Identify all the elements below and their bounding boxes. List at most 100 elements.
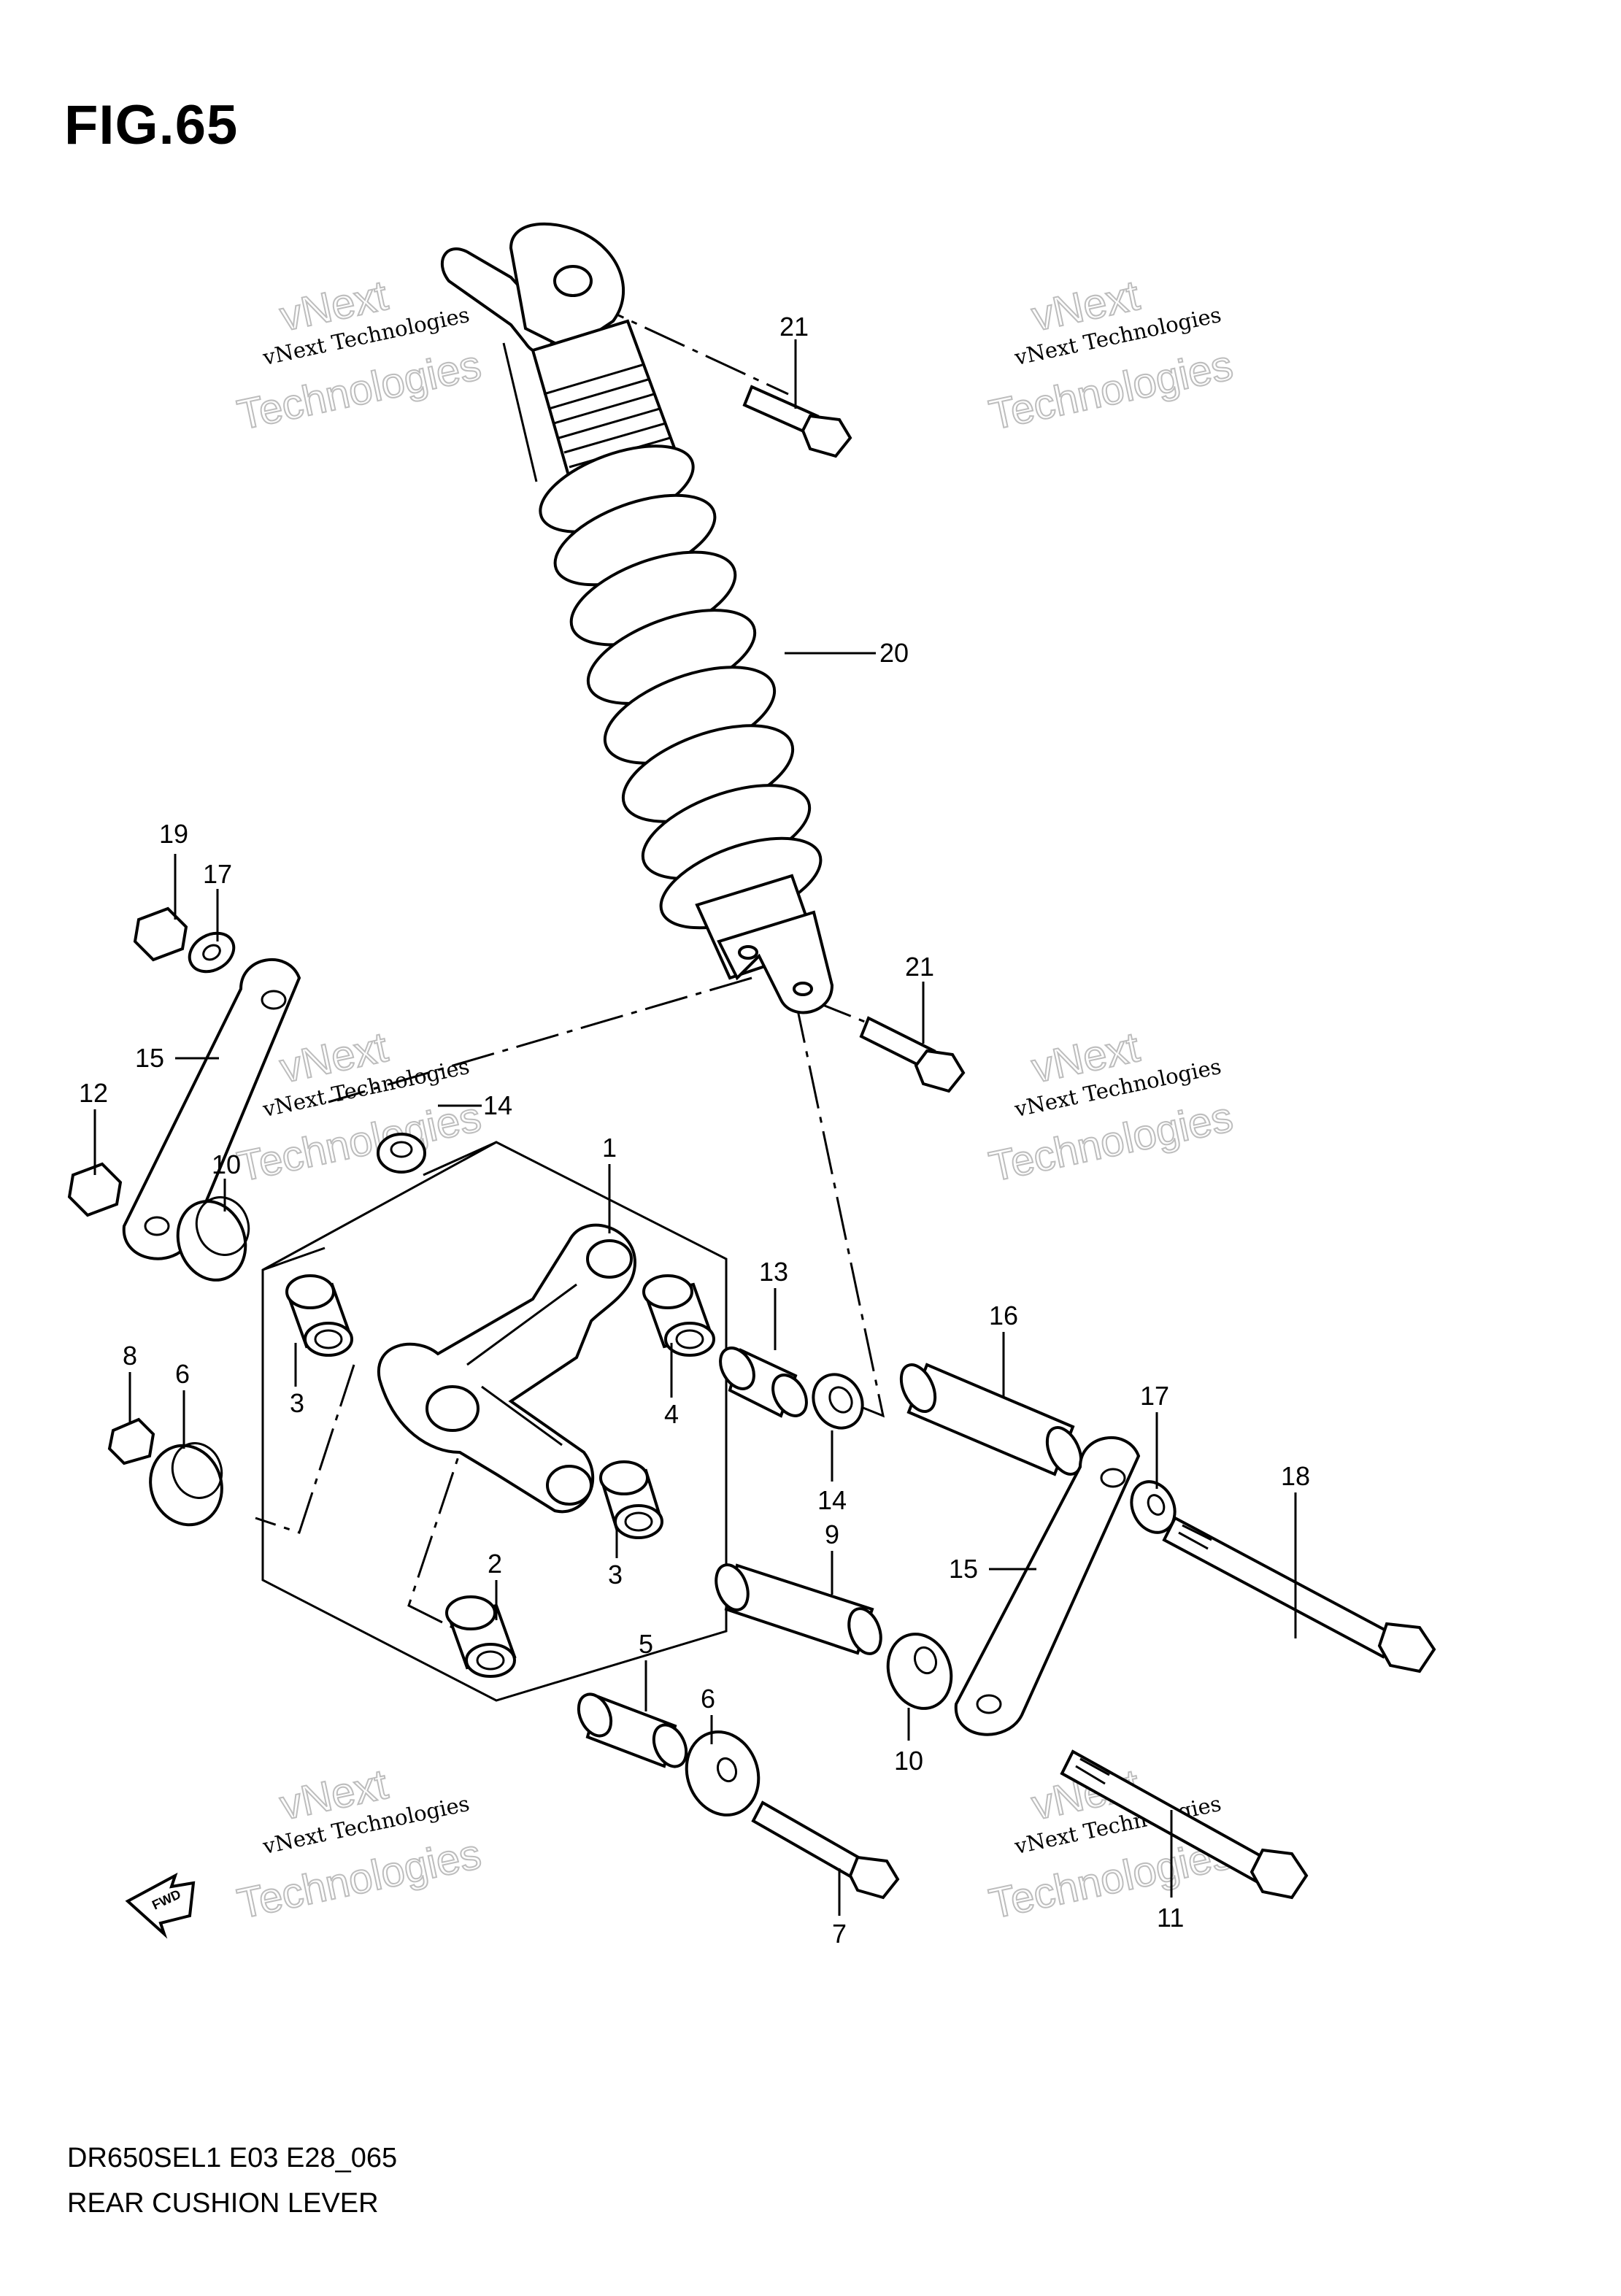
cushion-lever [377, 1223, 637, 1514]
bearing-end [465, 1643, 516, 1678]
watermark-bottom-left: vNext vNext Technologies Technologies [233, 1760, 486, 1928]
collar-body [176, 1200, 247, 1282]
link-hole [1100, 1468, 1126, 1488]
lever-outline-leader [262, 1247, 326, 1271]
collar-body [149, 1444, 223, 1527]
callout-11: 11 [1157, 1903, 1184, 1933]
collar-13 [719, 1347, 808, 1418]
bearing-hole [476, 1650, 505, 1671]
spacer-14-bottom [812, 1373, 864, 1430]
collar-inner [171, 1442, 223, 1499]
callout-12: 12 [79, 1078, 108, 1108]
assembly-line-shock-to-collar14 [794, 999, 885, 1418]
bearing-end [614, 1504, 663, 1539]
nut-8 [107, 1417, 155, 1465]
bolt-hex-head [1250, 1848, 1309, 1900]
bearing-end [304, 1322, 353, 1357]
callout-15-left: 15 [135, 1043, 164, 1073]
callout-19: 19 [159, 819, 188, 849]
shock-lower-eye-hole [793, 982, 813, 996]
assembly-line-bearing2 [407, 1408, 476, 1629]
link-hole [261, 990, 287, 1010]
collar-10-left [176, 1196, 250, 1282]
washer-hole [202, 944, 221, 961]
callout-14-bottom: 14 [817, 1485, 847, 1515]
bearing-hole [624, 1511, 653, 1532]
bolt-thread [1075, 1757, 1110, 1785]
watermark-top-left: vNext vNext Technologies Technologies [233, 271, 486, 439]
link-hole [144, 1216, 170, 1236]
callout-21-bottom: 21 [905, 952, 934, 982]
bolt-hex-head [801, 414, 852, 458]
collar-end [771, 1374, 808, 1417]
lever-rib [481, 1385, 563, 1446]
collar-inner [195, 1196, 250, 1256]
bearing-end [599, 1460, 649, 1495]
collar-end [577, 1692, 613, 1738]
diagram-title: REAR CUSHION LEVER [67, 2188, 379, 2219]
bearing-2 [445, 1595, 517, 1678]
callout-10-left: 10 [212, 1149, 241, 1179]
lever-left-boss [426, 1385, 480, 1432]
callout-3-top: 3 [290, 1388, 304, 1418]
collar-end [899, 1363, 937, 1413]
collar-body [906, 1363, 1075, 1476]
bolt-hex-head [848, 1855, 900, 1900]
callout-13: 13 [759, 1257, 788, 1287]
bolt-thread [1178, 1524, 1212, 1550]
fwd-arrow-icon [125, 1872, 196, 1939]
callout-20: 20 [879, 638, 909, 668]
collar-9 [715, 1563, 882, 1655]
collar-hole [913, 1646, 938, 1675]
bolt-shank [751, 1800, 867, 1881]
rear-shock-absorber [440, 222, 834, 1014]
bearing-end [642, 1274, 693, 1309]
callout-21-top: 21 [779, 312, 809, 342]
bearing-4 [642, 1274, 715, 1357]
callout-6-bottom: 6 [701, 1684, 715, 1714]
collar-16 [899, 1363, 1083, 1476]
watermark-mid-right: vNext vNext Technologies Technologies [985, 1022, 1238, 1191]
bolt-18 [1162, 1516, 1436, 1673]
bolt-hex-head [914, 1049, 966, 1093]
washer-hole [1147, 1494, 1166, 1516]
figure-title: FIG.65 [64, 94, 239, 156]
callout-15-right: 15 [949, 1554, 978, 1584]
callout-17-left: 17 [203, 859, 232, 889]
washer-17-left [188, 931, 236, 974]
callout-17-right: 17 [1140, 1381, 1169, 1411]
callout-6-left: 6 [175, 1359, 190, 1389]
collar-end [715, 1563, 750, 1611]
callout-18: 18 [1281, 1461, 1310, 1491]
spacer-14-top [377, 1133, 426, 1174]
lever-top-boss [586, 1239, 633, 1279]
collar-end [719, 1347, 755, 1390]
bolt-shank [1162, 1516, 1396, 1659]
nut-hex [133, 906, 188, 962]
collar-6-left [149, 1442, 223, 1527]
callout-3-bottom: 3 [608, 1560, 623, 1590]
bolt-21-top [742, 385, 852, 458]
collar-body [886, 1633, 953, 1710]
callout-9: 9 [825, 1519, 839, 1549]
collar-5 [577, 1692, 688, 1768]
bearing-hole [675, 1329, 704, 1349]
collar-10-right [886, 1633, 953, 1710]
collar-end [847, 1607, 882, 1655]
assembly-line-left-axis [255, 1364, 355, 1534]
callout-8: 8 [123, 1341, 137, 1371]
callout-16: 16 [989, 1301, 1018, 1330]
nut-19 [133, 906, 188, 962]
collar-6-bottom [685, 1730, 761, 1817]
bolt-11 [1060, 1749, 1309, 1900]
callout-4: 4 [664, 1399, 679, 1429]
bearing-hole [314, 1329, 343, 1349]
bolt-21-bottom [859, 1016, 966, 1093]
shock-top-eye-hole [553, 265, 593, 297]
watermark-top-right: vNext vNext Technologies Technologies [985, 271, 1238, 439]
collar-hole [716, 1757, 738, 1783]
link-15-right [954, 1436, 1141, 1736]
nut-12 [67, 1162, 123, 1217]
lever-body [377, 1223, 637, 1514]
lever-rib [466, 1283, 577, 1366]
